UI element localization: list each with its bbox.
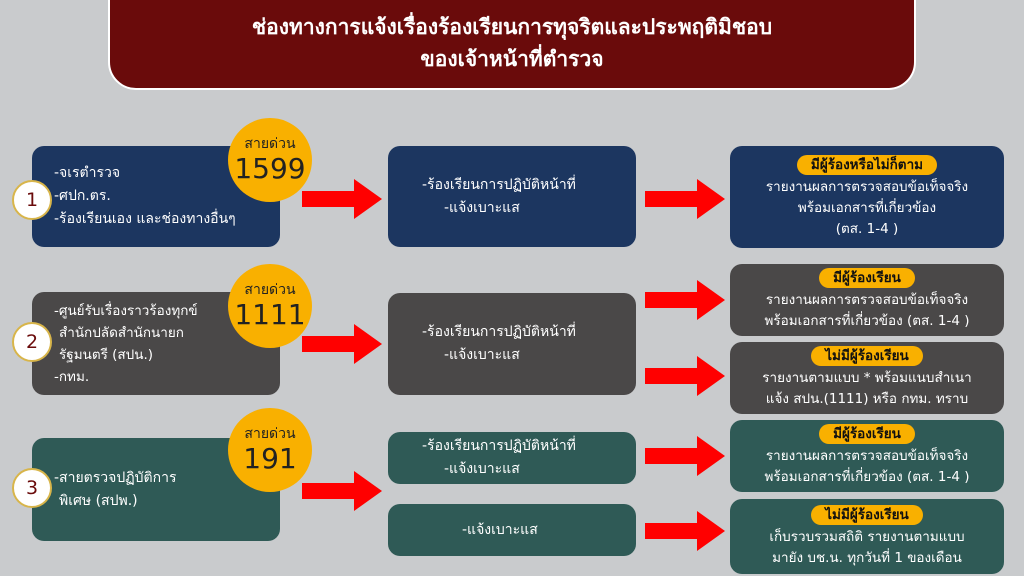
- arrow-right-icon: [645, 356, 725, 396]
- complaint-text: -ร้องเรียนการปฏิบัติหน้าที่: [422, 324, 576, 340]
- outcome-text: รายงานผลการตรวจสอบข้อเท็จจริง: [765, 178, 969, 195]
- arrow-right-icon: [302, 471, 382, 511]
- outcome-tag: มีผู้ร้องเรียน: [819, 268, 915, 288]
- outcome-box-2b: ไม่มีผู้ร้องเรียน รายงานตามแบบ * พร้อมแน…: [730, 342, 1004, 414]
- source-text: สำนักปลัดสำนักนายก: [59, 324, 184, 341]
- complaint-text: -แจ้งเบาะแส: [444, 347, 520, 363]
- hotline-number: 1599: [234, 152, 306, 185]
- step-number-1: 1: [12, 180, 52, 220]
- outcome-tag: ไม่มีผู้ร้องเรียน: [811, 346, 923, 366]
- step-number-2: 2: [12, 322, 52, 362]
- complaint-type-box-3a: -ร้องเรียนการปฏิบัติหน้าที่ -แจ้งเบาะแส: [388, 432, 636, 484]
- outcome-text: รายงานตามแบบ * พร้อมแนบสำเนา: [762, 370, 972, 386]
- complaint-type-box-2: -ร้องเรียนการปฏิบัติหน้าที่ -แจ้งเบาะแส: [388, 293, 636, 395]
- outcome-text: (ตส. 1-4 ): [835, 220, 899, 237]
- outcome-tag: มีผู้ร้องเรียน: [819, 424, 915, 444]
- outcome-box-2a: มีผู้ร้องเรียน รายงานผลการตรวจสอบข้อเท็จ…: [730, 264, 1004, 336]
- complaint-text: -แจ้งเบาะแส: [444, 461, 520, 477]
- source-text: -ศูนย์รับเรื่องราวร้องทุกข์: [54, 302, 198, 319]
- hotline-number: 1111: [234, 298, 306, 331]
- step-number-3: 3: [12, 468, 52, 508]
- outcome-box-3a: มีผู้ร้องเรียน รายงานผลการตรวจสอบข้อเท็จ…: [730, 420, 1004, 492]
- source-text: -สายตรวจปฏิบัติการ: [54, 469, 177, 486]
- outcome-text: มายัง บช.น. ทุกวันที่ 1 ของเดือน: [772, 549, 962, 566]
- outcome-text: พร้อมเอกสารที่เกี่ยวข้อง (ตส. 1-4 ): [764, 469, 970, 485]
- outcome-text: พร้อมเอกสารที่เกี่ยวข้อง: [797, 199, 937, 216]
- arrow-right-icon: [645, 280, 725, 320]
- complaint-text: -ร้องเรียนการปฏิบัติหน้าที่: [422, 438, 576, 454]
- title-line-2: ของเจ้าหน้าที่ตำรวจ: [420, 47, 604, 71]
- arrow-right-icon: [645, 436, 725, 476]
- outcome-box-1: มีผู้ร้องหรือไม่ก็ตาม รายงานผลการตรวจสอบ…: [730, 146, 1004, 248]
- outcome-tag: ไม่มีผู้ร้องเรียน: [811, 504, 923, 525]
- hotline-label: สายด่วน: [244, 282, 296, 298]
- arrow-right-icon: [645, 511, 725, 551]
- arrow-right-icon: [302, 324, 382, 364]
- outcome-box-3b: ไม่มีผู้ร้องเรียน เก็บรวบรวมสถิติ รายงาน…: [730, 499, 1004, 574]
- source-text: พิเศษ (สปพ.): [59, 492, 138, 509]
- outcome-tag: มีผู้ร้องหรือไม่ก็ตาม: [796, 154, 938, 175]
- source-text: -ร้องเรียนเอง และช่องทางอื่นๆ: [54, 211, 236, 227]
- arrow-right-icon: [302, 179, 382, 219]
- hotline-number: 191: [243, 442, 297, 475]
- complaint-type-box-1: -ร้องเรียนการปฏิบัติหน้าที่ -แจ้งเบาะแส: [388, 146, 636, 247]
- source-text: -จเรตำรวจ: [54, 165, 121, 181]
- outcome-text: รายงานผลการตรวจสอบข้อเท็จจริง: [765, 292, 969, 308]
- complaint-text: -ร้องเรียนการปฏิบัติหน้าที่: [422, 176, 576, 193]
- source-text: รัฐมนตรี (สปน.): [59, 346, 153, 363]
- arrow-right-icon: [645, 179, 725, 219]
- outcome-text: รายงานผลการตรวจสอบข้อเท็จจริง: [765, 448, 969, 464]
- source-text: -ศปก.ตร.: [54, 188, 111, 204]
- source-box-3: -สายตรวจปฏิบัติการ พิเศษ (สปพ.): [32, 438, 280, 541]
- title-line-1: ช่องทางการแจ้งเรื่องร้องเรียนการทุจริตแล…: [251, 15, 773, 39]
- hotline-label: สายด่วน: [244, 426, 296, 442]
- outcome-text: เก็บรวบรวมสถิติ รายงานตามแบบ: [769, 528, 965, 545]
- source-text: -กทม.: [54, 368, 90, 385]
- hotline-label: สายด่วน: [244, 136, 296, 152]
- outcome-text: พร้อมเอกสารที่เกี่ยวข้อง (ตส. 1-4 ): [764, 313, 970, 329]
- complaint-text: -แจ้งเบาะแส: [444, 199, 520, 216]
- complaint-text: -แจ้งเบาะแส: [462, 521, 538, 538]
- outcome-text: แจ้ง สปน.(1111) หรือ กทม. ทราบ: [765, 391, 969, 407]
- title-banner: ช่องทางการแจ้งเรื่องร้องเรียนการทุจริตแล…: [108, 0, 916, 90]
- complaint-type-box-3b: -แจ้งเบาะแส: [388, 504, 636, 556]
